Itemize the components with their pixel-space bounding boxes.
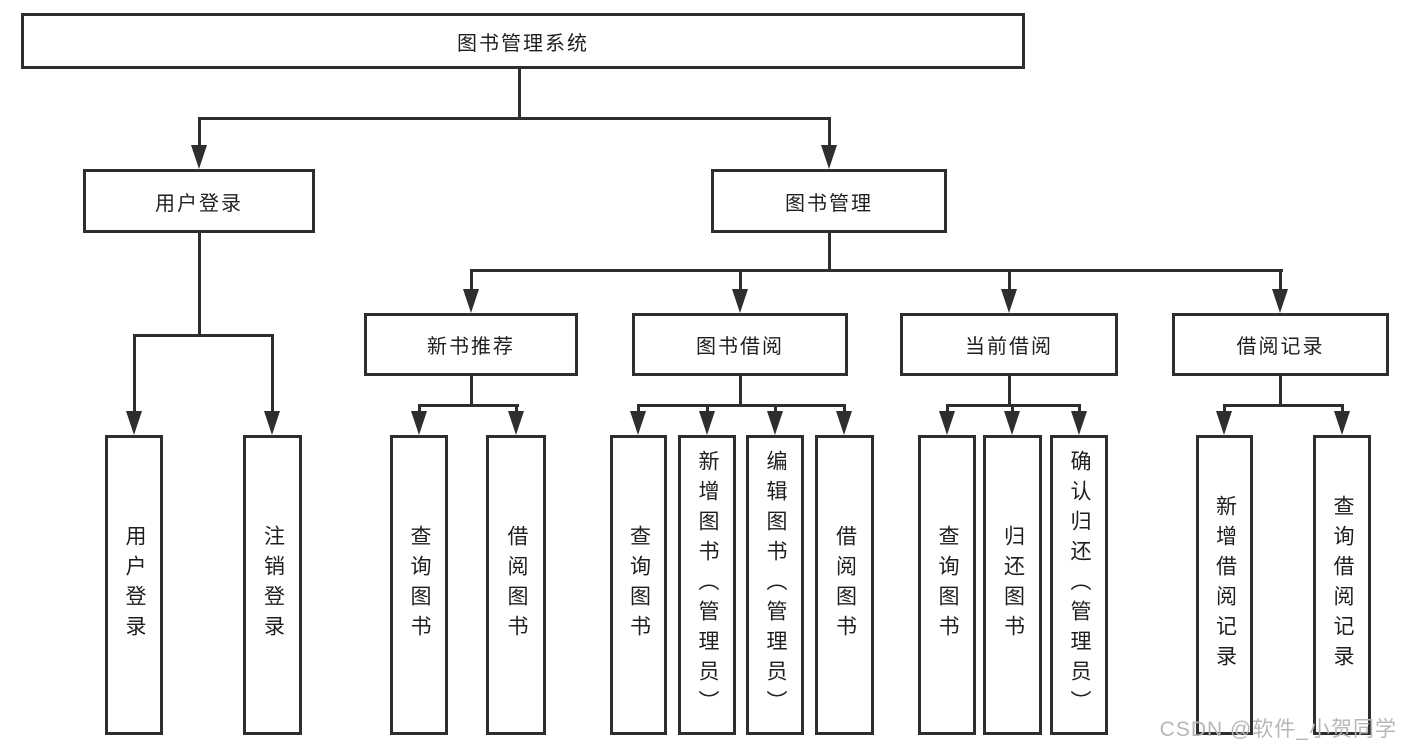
connector-line xyxy=(1341,404,1344,413)
arrowhead xyxy=(508,411,524,435)
arrowhead xyxy=(732,289,748,313)
connector-line xyxy=(739,376,742,407)
connector-line xyxy=(828,233,831,272)
leaf-return-books: 归还图书 xyxy=(983,435,1042,735)
connector-line xyxy=(198,117,201,147)
arrowhead xyxy=(767,411,783,435)
connector-line xyxy=(133,334,136,413)
leaf-borrow-books: 借阅图书 xyxy=(815,435,874,735)
node-library-management-system: 图书管理系统 xyxy=(21,13,1025,69)
arrowhead xyxy=(191,145,207,169)
connector-line xyxy=(1008,376,1011,407)
arrowhead xyxy=(463,289,479,313)
leaf-add-borrow-record: 新增借阅记录 xyxy=(1196,435,1253,735)
arrowhead xyxy=(1004,411,1020,435)
connector-line xyxy=(470,269,473,291)
node-user-login: 用户登录 xyxy=(83,169,315,233)
arrowhead xyxy=(1334,411,1350,435)
arrowhead xyxy=(1071,411,1087,435)
connector-line xyxy=(1223,404,1226,413)
leaf-user-login: 用户登录 xyxy=(105,435,163,735)
connector-line xyxy=(198,117,831,120)
arrowhead xyxy=(411,411,427,435)
connector-line xyxy=(637,404,846,407)
connector-line xyxy=(774,404,777,413)
connector-line xyxy=(470,376,473,407)
leaf-query-borrow-record: 查询借阅记录 xyxy=(1313,435,1371,735)
connector-line xyxy=(828,117,831,147)
node-current-borrowing: 当前借阅 xyxy=(900,313,1118,376)
connector-line xyxy=(843,404,846,413)
connector-line xyxy=(198,233,201,337)
connector-line xyxy=(637,404,640,413)
connector-line xyxy=(706,404,709,413)
arrowhead xyxy=(126,411,142,435)
arrowhead xyxy=(1272,289,1288,313)
arrowhead xyxy=(939,411,955,435)
arrowhead xyxy=(630,411,646,435)
leaf-confirm-return-admin: 确认归还（管理员） xyxy=(1050,435,1108,735)
arrowhead xyxy=(1001,289,1017,313)
arrowhead xyxy=(821,145,837,169)
connector-line xyxy=(470,269,1283,272)
node-book-management: 图书管理 xyxy=(711,169,947,233)
leaf-query-books-current: 查询图书 xyxy=(918,435,976,735)
connector-line xyxy=(418,404,519,407)
leaf-add-books-admin: 新增图书（管理员） xyxy=(678,435,736,735)
leaf-edit-books-admin: 编辑图书（管理员） xyxy=(746,435,804,735)
connector-line xyxy=(739,269,742,291)
node-borrowing-records: 借阅记录 xyxy=(1172,313,1389,376)
connector-line xyxy=(1279,376,1282,407)
connector-line xyxy=(1078,404,1081,413)
leaf-borrow-books-recommend: 借阅图书 xyxy=(486,435,546,735)
arrowhead xyxy=(699,411,715,435)
connector-line xyxy=(271,334,274,413)
connector-line xyxy=(1008,269,1011,291)
leaf-query-books-recommend: 查询图书 xyxy=(390,435,448,735)
connector-line xyxy=(518,69,521,118)
connector-line xyxy=(133,334,274,337)
node-book-borrowing: 图书借阅 xyxy=(632,313,848,376)
connector-line xyxy=(946,404,949,413)
arrowhead xyxy=(264,411,280,435)
connector-line xyxy=(418,404,421,413)
connector-line xyxy=(515,404,518,413)
connector-line xyxy=(1011,404,1014,413)
leaf-logout-login: 注销登录 xyxy=(243,435,302,735)
leaf-query-books-borrow: 查询图书 xyxy=(610,435,667,735)
node-new-book-recommendation: 新书推荐 xyxy=(364,313,578,376)
connector-line xyxy=(1223,404,1344,407)
arrowhead xyxy=(1216,411,1232,435)
arrowhead xyxy=(836,411,852,435)
connector-line xyxy=(1279,269,1282,291)
